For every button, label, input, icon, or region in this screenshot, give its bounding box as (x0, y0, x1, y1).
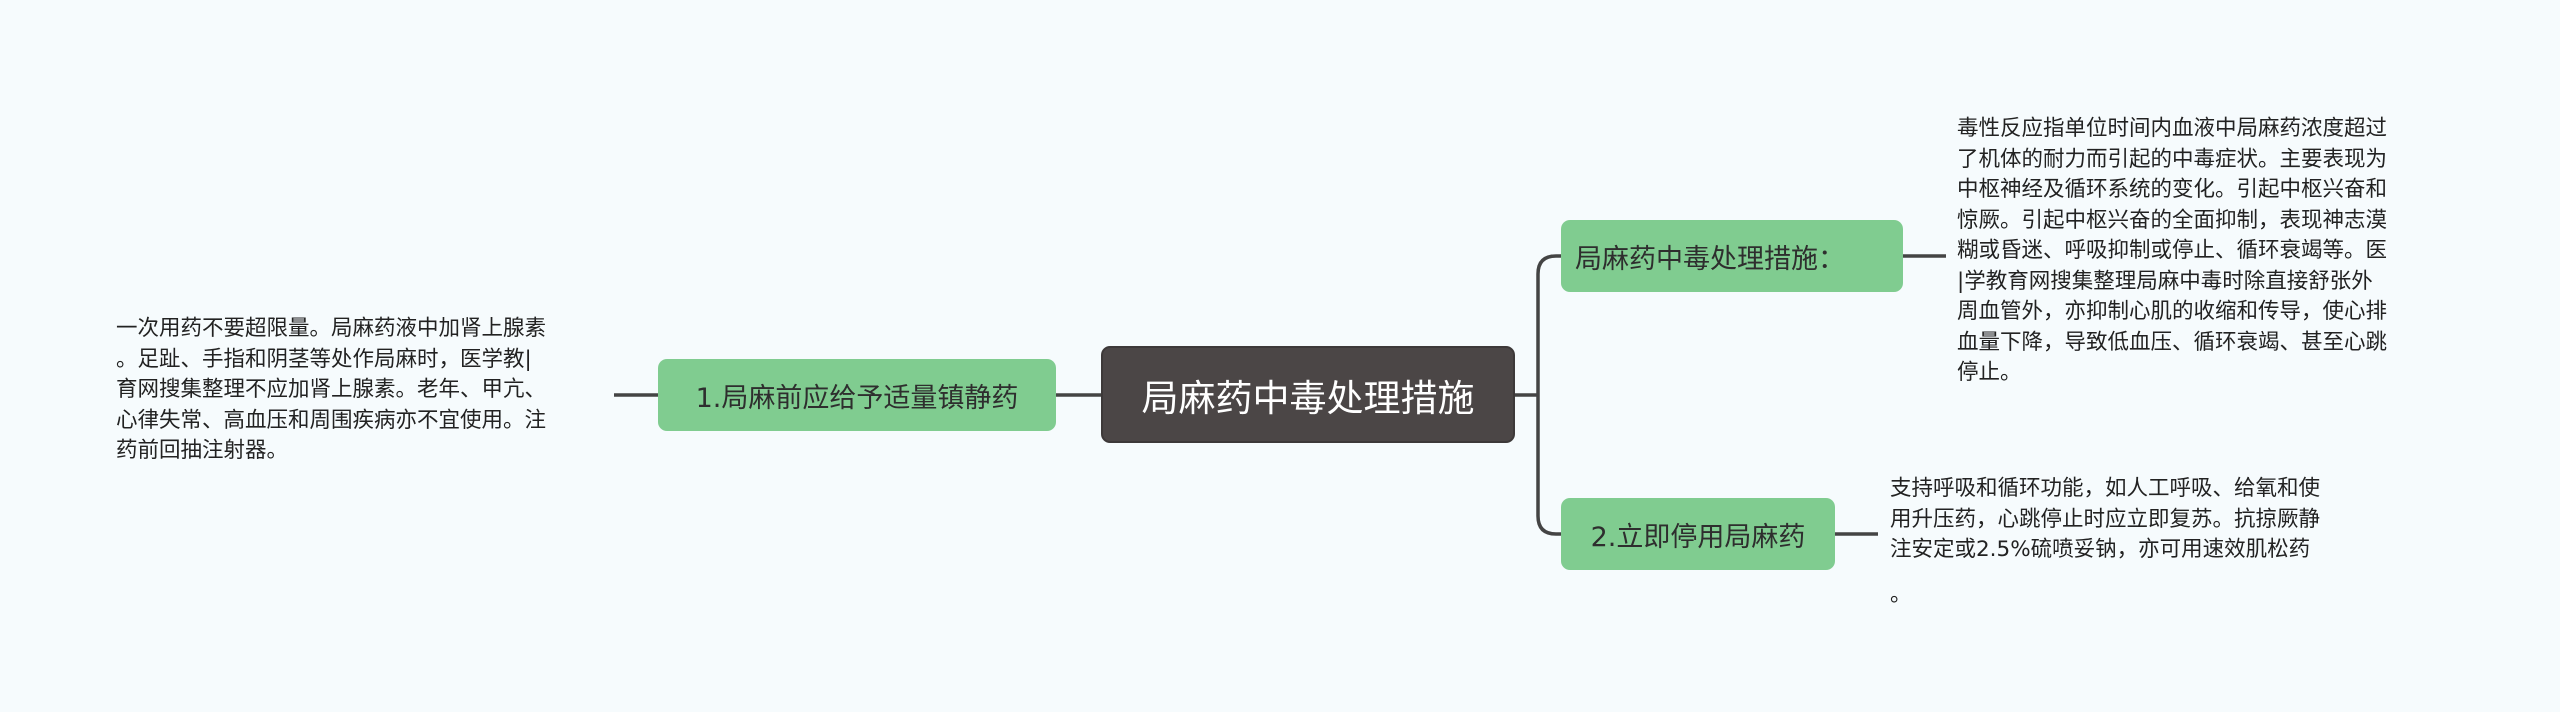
note-line: 注安定或2.5%硫喷妥钠，亦可用速效肌松药 (1890, 537, 2311, 562)
note-line: 毒性反应指单位时间内血液中局麻药浓度超过 (1957, 116, 2388, 141)
branch-node-sedative[interactable]: 1.局麻前应给予适量镇静药 (658, 359, 1056, 431)
note-line: 糊或昏迷、呼吸抑制或停止、循环衰竭等。医 (1957, 238, 2388, 263)
note-line: 一次用药不要超限量。局麻药液中加肾上腺素 (116, 316, 547, 341)
note-line: 心律失常、高血压和周围疾病亦不宜使用。注 (116, 407, 547, 433)
note-line: 。 (1890, 581, 1912, 607)
note-line: 药前回抽注射器。 (116, 438, 289, 463)
note-line: 停止。 (1957, 360, 2022, 385)
note-toxicity: 毒性反应指单位时间内血液中局麻药浓度超过 了机体的耐力而引起的中毒症状。主要表现… (1957, 114, 2387, 389)
note-line: 用升压药，心跳停止时应立即复苏。抗掠厥静 (1890, 506, 2321, 532)
central-topic[interactable]: 局麻药中毒处理措施 (1101, 346, 1515, 443)
note-line: 。足趾、手指和阴茎等处作局麻时，医学教| (116, 346, 532, 372)
note-line: 惊厥。引起中枢兴奋的全面抑制，表现神志漠 (1957, 207, 2388, 233)
connector-center-right (1515, 254, 1561, 536)
branch-node-toxicity-measures[interactable]: 局麻药中毒处理措施： (1561, 220, 1903, 292)
note-line: 育网搜集整理不应加肾上腺素。老年、甲亢、 (116, 377, 547, 402)
note-line: 周血管外，亦抑制心肌的收缩和传导，使心排 (1957, 299, 2388, 324)
note-line: 中枢神经及循环系统的变化。引起中枢兴奋和 (1957, 177, 2388, 202)
note-stop-anesthetic: 支持呼吸和循环功能，如人工呼吸、给氧和使 用升压药，心跳停止时应立即复苏。抗掠厥… (1890, 474, 2320, 610)
note-left: 一次用药不要超限量。局麻药液中加肾上腺素 。足趾、手指和阴茎等处作局麻时，医学教… (116, 314, 546, 467)
note-line: |学教育网搜集整理局麻中毒时除直接舒张外 (1957, 268, 2373, 294)
note-line: 血量下降，导致低血压、循环衰竭、甚至心跳 (1957, 329, 2388, 355)
note-line: 支持呼吸和循环功能，如人工呼吸、给氧和使 (1890, 476, 2321, 501)
note-line: 了机体的耐力而引起的中毒症状。主要表现为 (1957, 146, 2388, 172)
branch-node-stop-anesthetic[interactable]: 2.立即停用局麻药 (1561, 498, 1835, 570)
